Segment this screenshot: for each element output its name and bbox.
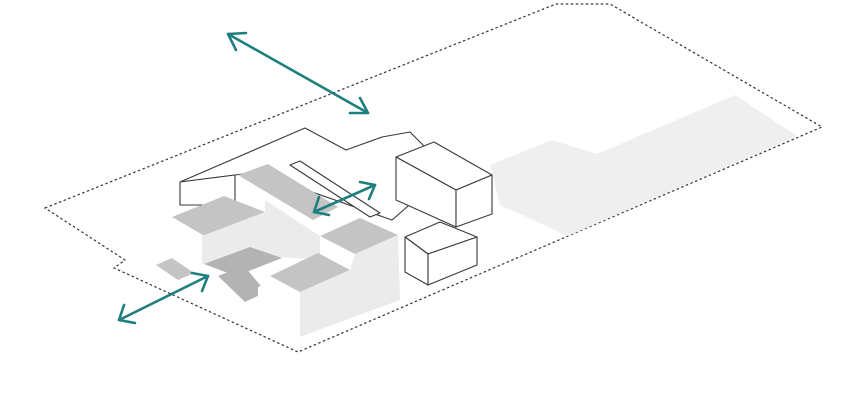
- courtyard-wall-center: [265, 200, 320, 260]
- courtyard-void-left: [172, 196, 265, 238]
- arrow-left: [117, 271, 210, 325]
- tower-lower-right-face: [427, 236, 478, 286]
- arrow-left-head-end: [190, 271, 210, 293]
- tower-upper-right-face: [455, 174, 493, 228]
- courtyard-step-notch: [258, 283, 268, 302]
- courtyard-step-1: [204, 247, 282, 276]
- arrow-center-head-start: [312, 195, 331, 217]
- arrow-center: [312, 180, 377, 217]
- courtyard-void-top: [238, 164, 338, 220]
- tower-block-upper: [395, 141, 493, 228]
- tower-block-lower: [404, 221, 478, 286]
- courtyard-void-lower-right: [270, 253, 350, 292]
- courtyard-building: [156, 160, 400, 337]
- future-building-footprint: [490, 95, 797, 236]
- courtyard-step-3: [156, 258, 194, 280]
- arrow-center-head-end: [358, 180, 377, 201]
- arrow-top-head-start: [226, 31, 248, 52]
- courtyard-step-2: [218, 266, 266, 302]
- arrow-left-head-start: [117, 303, 137, 325]
- courtyard-void-center: [320, 218, 398, 254]
- arrow-top-head-end: [348, 96, 370, 115]
- courtyard-wall-right: [300, 235, 400, 337]
- arrow-top: [226, 31, 370, 115]
